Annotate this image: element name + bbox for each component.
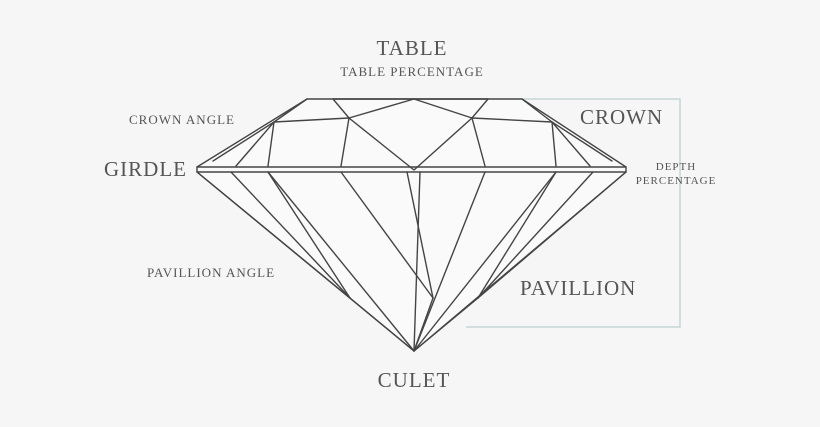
pavilion-facets: [196, 171, 627, 352]
table-label: TABLE: [376, 36, 448, 60]
pavillion-label: PAVILLION: [520, 276, 637, 300]
table-percentage-label: TABLE PERCENTAGE: [340, 64, 484, 79]
girdle-label: GIRDLE: [104, 157, 187, 181]
crown-angle-label: CROWN ANGLE: [129, 112, 235, 127]
culet-label: CULET: [377, 368, 451, 392]
depth-label-line1: DEPTH: [655, 161, 697, 173]
pavillion-angle-label: PAVILLION ANGLE: [147, 265, 276, 280]
depth-percentage-label: DEPTH PERCENTAGE: [636, 160, 717, 189]
crown-label: CROWN: [580, 105, 664, 129]
depth-bracket: [466, 98, 681, 328]
depth-label-line2: PERCENTAGE: [635, 175, 717, 188]
crown-facets: [196, 98, 627, 173]
